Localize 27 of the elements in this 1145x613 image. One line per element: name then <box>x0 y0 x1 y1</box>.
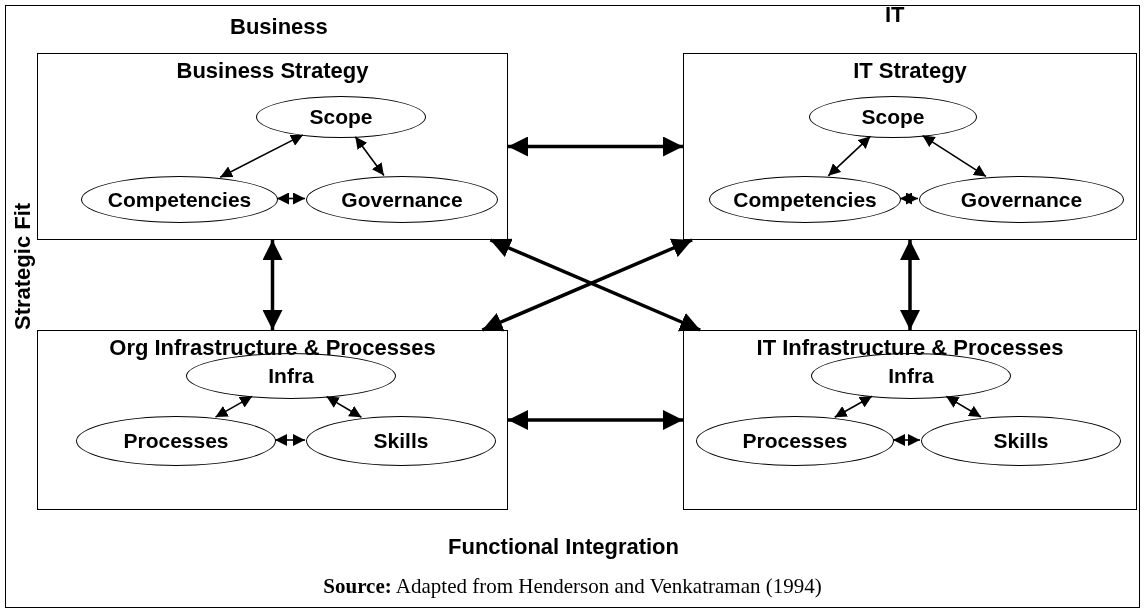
double-arrow <box>214 395 253 418</box>
double-arrow <box>508 136 683 157</box>
double-arrow <box>900 240 920 330</box>
double-arrow <box>899 192 919 205</box>
double-arrow <box>276 192 306 205</box>
double-arrow <box>354 135 385 177</box>
domain-box <box>683 330 1137 510</box>
double-arrow <box>508 410 683 430</box>
domain-box <box>683 53 1137 240</box>
double-arrow <box>921 134 987 178</box>
double-arrow <box>262 240 283 330</box>
column-heading: IT <box>885 2 905 28</box>
box-heading: Business Strategy <box>175 58 370 84</box>
double-arrow <box>945 395 982 418</box>
double-arrow <box>219 134 304 178</box>
axis-label: Functional Integration <box>448 534 679 560</box>
domain-box <box>37 330 508 510</box>
double-arrow <box>833 395 873 418</box>
double-arrow <box>274 434 306 446</box>
double-arrow <box>892 434 921 446</box>
double-arrow <box>325 395 363 418</box>
double-arrow <box>827 135 872 177</box>
domain-box <box>37 53 508 240</box>
axis-label: Strategic Fit <box>10 202 36 330</box>
source-caption: Source: Adapted from Henderson and Venkatraman (1994) <box>322 574 823 599</box>
box-heading: IT Strategy <box>852 58 968 84</box>
column-heading: Business <box>230 14 328 40</box>
